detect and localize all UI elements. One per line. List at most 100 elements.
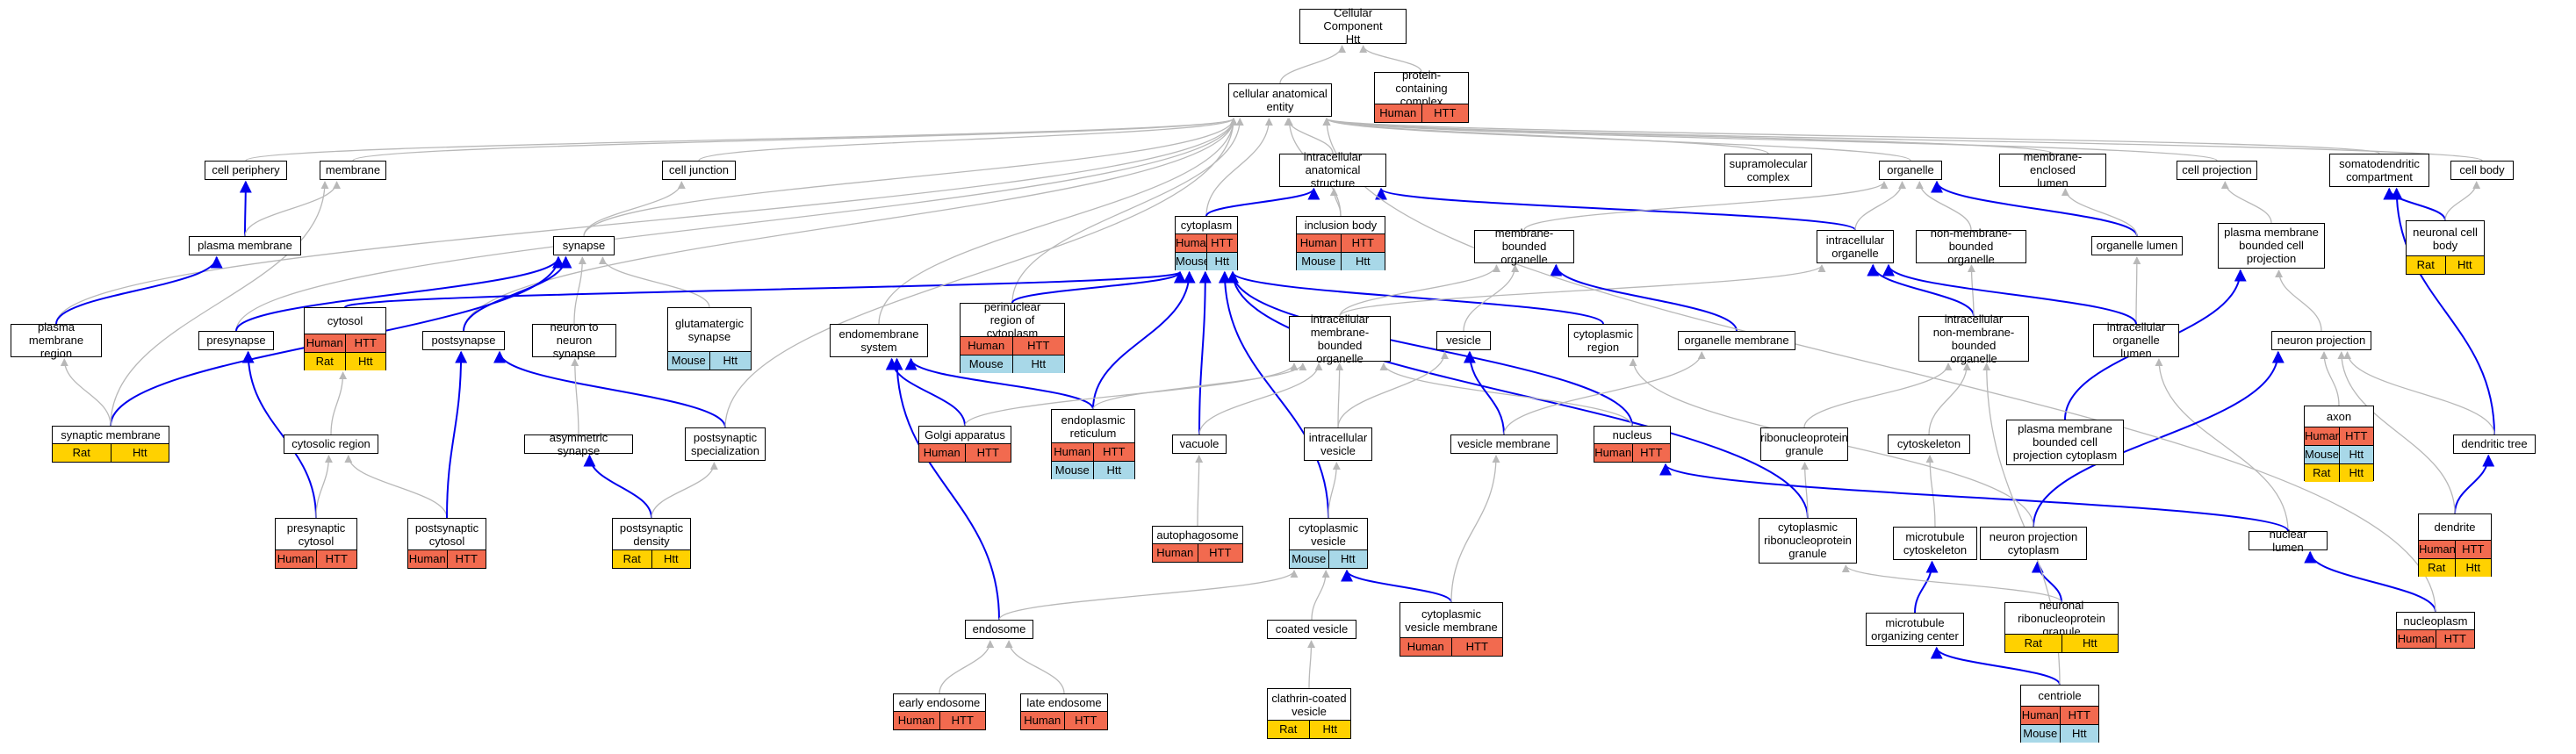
go-term-node[interactable]: plasma membrane bounded cell projection … (2006, 420, 2124, 465)
go-term-node[interactable]: asymmetric synapse (524, 430, 633, 457)
go-term-node[interactable]: cytoplasmic ribonucleoprotein granule (1759, 518, 1857, 564)
go-term-node[interactable]: Cellular Component Htt (1299, 6, 1407, 46)
go-term-node[interactable]: plasma membrane region (11, 320, 102, 360)
go-term-node[interactable]: cell periphery (205, 161, 287, 180)
go-term-node[interactable]: organelle (1879, 161, 1942, 180)
go-term-node[interactable]: non-membrane-bounded organelle (1916, 226, 2026, 266)
go-term-node[interactable]: endomembrane system (830, 324, 928, 357)
go-term-node[interactable]: neuron to neuron synapse (532, 320, 616, 360)
go-term-label: postsynaptic specialization (690, 430, 760, 457)
go-term-node[interactable]: ribonucleoprotein granule (1760, 427, 1848, 461)
part-of-edge (1931, 180, 2138, 237)
go-term-node[interactable]: neuron projection cytoplasm (1980, 527, 2087, 560)
part-of-edge (1227, 270, 1604, 325)
go-term-label: presynaptic cytosol (286, 521, 346, 548)
go-term-node[interactable]: vesicle (1436, 331, 1491, 350)
rat-annotation-cell: Htt (1308, 721, 1350, 738)
is-a-edge (571, 358, 579, 435)
is-a-edge (2320, 351, 2340, 406)
go-term-node[interactable]: postsynapse (422, 331, 505, 350)
human-annotation-cell: HTT (344, 334, 385, 352)
go-term-node[interactable]: cytoplasmic region (1568, 324, 1638, 357)
go-term-node[interactable]: intracellular non-membrane-bounded organ… (1918, 312, 2029, 365)
go-term-node[interactable]: cytoskeleton (1888, 434, 1970, 454)
go-term-node[interactable]: membrane-enclosed lumen (1999, 150, 2106, 190)
is-a-edge (1339, 264, 1826, 317)
part-of-edge (1463, 350, 1505, 435)
go-term-label: plasma membrane bounded cell projection … (2012, 422, 2118, 462)
is-a-edge (1967, 264, 1976, 317)
go-term-node[interactable]: intracellular membrane-bounded organelle (1289, 312, 1391, 365)
go-term-node[interactable]: supramolecular complex (1724, 154, 1812, 187)
go-term-node[interactable]: membrane (320, 161, 386, 180)
go-term-node[interactable]: cell junction (662, 161, 736, 180)
go-term-node[interactable]: coated vesicle (1267, 620, 1356, 639)
go-term-node[interactable]: organelle membrane (1678, 331, 1795, 350)
go-term-label: asymmetric synapse (549, 430, 608, 457)
is-a-edge (1311, 570, 1330, 621)
go-term-node[interactable]: nuclear lumen (2249, 528, 2328, 554)
go-term-node[interactable]: plasma membrane (189, 236, 301, 255)
go-term-node[interactable]: somatodendritic compartment (2329, 154, 2429, 187)
go-term-node[interactable]: microtubule organizing center (1866, 613, 1964, 646)
go-term-node[interactable]: cell body (2450, 161, 2514, 180)
go-term-label: organelle membrane (1684, 334, 1789, 347)
go-term-node[interactable]: neuron projection (2271, 331, 2371, 350)
go-term-node[interactable]: intracellular vesicle (1304, 427, 1372, 461)
is-a-edge (1198, 363, 1323, 435)
go-term-node[interactable]: dendritic tree (2453, 434, 2536, 454)
rat-annotation-cell: Htt (2454, 559, 2491, 577)
go-term-label: membrane-enclosed lumen (2023, 150, 2083, 190)
go-term-node[interactable]: vesicle membrane (1450, 434, 1558, 454)
part-of-edge (235, 255, 565, 332)
go-term-node[interactable]: organelle lumen (2091, 236, 2183, 255)
go-term-node[interactable]: vacuole (1172, 434, 1227, 454)
go-term-node[interactable]: intracellular organelle (1817, 230, 1894, 263)
go-term-node[interactable]: plasma membrane bounded cell projection (2218, 223, 2325, 269)
go-term-node[interactable]: cellular anatomical entity (1228, 83, 1332, 117)
is-a-edge (463, 118, 1238, 332)
human-annotation-cell: Human (961, 337, 1012, 355)
go-term-node[interactable]: cytosolic region (284, 434, 378, 454)
go-term-node[interactable]: endosome (965, 620, 1033, 639)
is-a-edge (110, 181, 329, 427)
go-term-node[interactable]: cell projection (2177, 161, 2257, 180)
go-term-node[interactable]: intracellular anatomical structure (1279, 150, 1386, 190)
go-term-node[interactable]: postsynaptic specialization (685, 427, 766, 461)
go-term-node[interactable]: microtubule cytoskeleton (1893, 527, 1977, 560)
go-term-node[interactable]: intracellular organelle lumen (2093, 320, 2179, 360)
go-term-node[interactable]: presynapse (198, 331, 274, 350)
go-term-node[interactable]: membrane-bounded organelle (1474, 226, 1574, 266)
human-annotation-cell: Human (276, 550, 316, 568)
go-term-node[interactable]: synapse (553, 236, 615, 255)
